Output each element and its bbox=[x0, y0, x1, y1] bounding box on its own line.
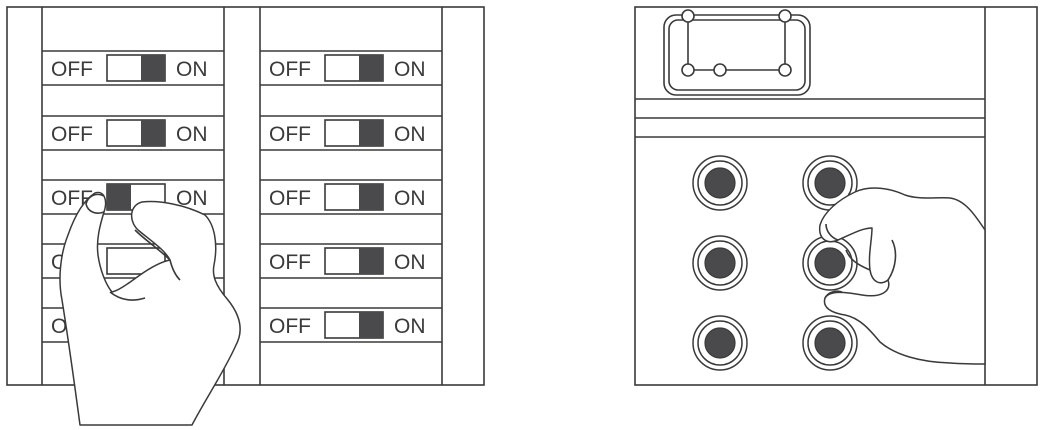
switch-knob bbox=[141, 55, 165, 81]
switch-knob bbox=[359, 184, 383, 210]
off-label: OFF bbox=[269, 187, 311, 210]
switch-knob bbox=[141, 120, 165, 146]
switch-knob bbox=[359, 312, 383, 338]
switch-knob bbox=[359, 120, 383, 146]
button-panel-frame bbox=[634, 6, 1038, 386]
push-button-icon bbox=[704, 247, 736, 279]
on-label: ON bbox=[394, 187, 426, 210]
on-label: ON bbox=[176, 58, 208, 81]
off-label: OFF bbox=[51, 58, 93, 81]
push-button-icon bbox=[704, 327, 736, 359]
off-label: OFF bbox=[269, 58, 311, 81]
push-button-icon bbox=[814, 327, 846, 359]
button-panel bbox=[634, 6, 1038, 386]
breaker-switch-right-1[interactable]: OFF ON bbox=[260, 50, 442, 86]
push-button-3[interactable] bbox=[692, 235, 748, 291]
switch-knob bbox=[359, 55, 383, 81]
connector-schematic-icon bbox=[663, 9, 811, 96]
on-label: ON bbox=[394, 58, 426, 81]
breaker-switch-right-5[interactable]: OFF ON bbox=[260, 307, 442, 343]
push-button-2[interactable] bbox=[802, 155, 858, 211]
push-button-5[interactable] bbox=[692, 315, 748, 371]
off-label: OFF bbox=[51, 123, 93, 146]
on-label: ON bbox=[394, 251, 426, 274]
on-label: ON bbox=[176, 187, 208, 210]
off-label: OFF bbox=[269, 251, 311, 274]
on-label: ON bbox=[394, 315, 426, 338]
on-label: ON bbox=[176, 123, 208, 146]
breaker-switch-left-1[interactable]: OFF ON bbox=[42, 50, 224, 86]
push-button-icon bbox=[814, 167, 846, 199]
breaker-switch-right-4[interactable]: OFF ON bbox=[260, 243, 442, 279]
push-button-1[interactable] bbox=[692, 155, 748, 211]
breaker-switch-right-3[interactable]: OFF ON bbox=[260, 179, 442, 215]
off-label: OFF bbox=[269, 315, 311, 338]
push-button-icon bbox=[814, 247, 846, 279]
push-button-6[interactable] bbox=[802, 315, 858, 371]
breaker-panel-frame bbox=[6, 6, 485, 386]
breaker-switch-right-2[interactable]: OFF ON bbox=[260, 115, 442, 151]
push-button-icon bbox=[704, 167, 736, 199]
on-label: ON bbox=[394, 123, 426, 146]
off-label: OFF bbox=[269, 123, 311, 146]
switch-knob bbox=[359, 248, 383, 274]
push-button-4[interactable] bbox=[802, 235, 858, 291]
hand-icon bbox=[818, 187, 986, 365]
hand-icon bbox=[59, 191, 241, 426]
breaker-switch-left-2[interactable]: OFF ON bbox=[42, 115, 224, 151]
switch-knob bbox=[107, 184, 131, 210]
